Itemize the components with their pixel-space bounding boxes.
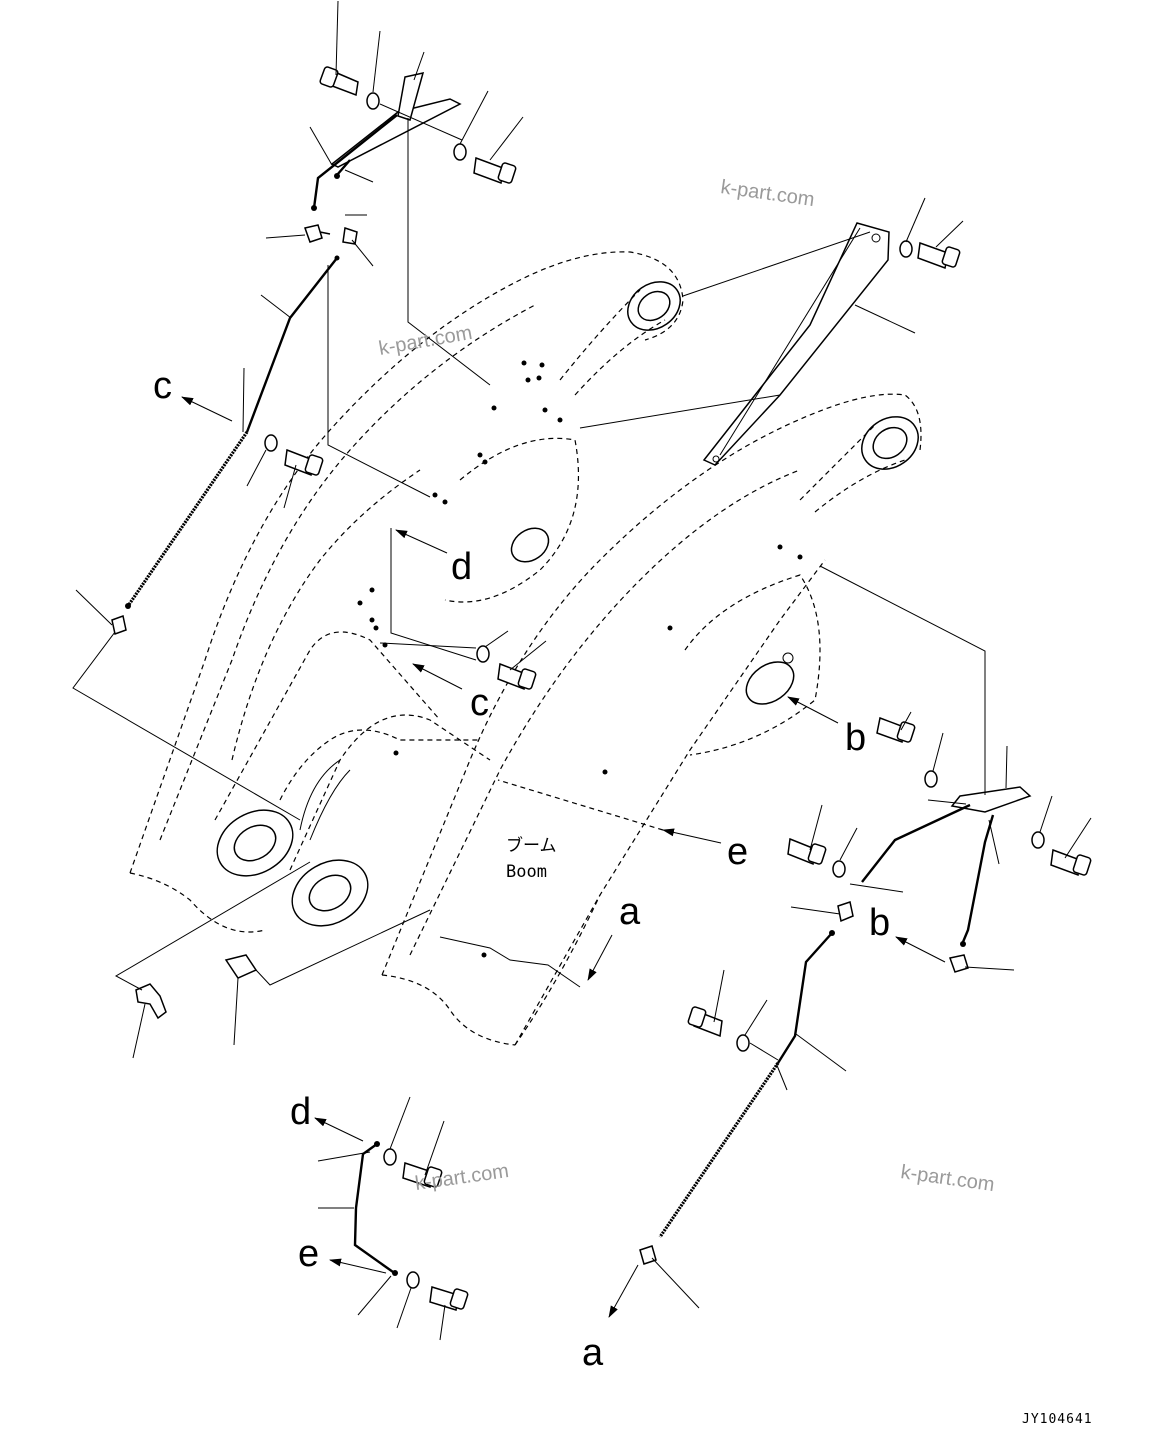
callout-a-mid: a [619,891,641,933]
cover-plate [579,222,916,466]
lower-left-fittings [114,861,431,1059]
lower-left-hose [317,1096,469,1341]
boom-label-en: Boom [506,862,547,882]
callout-a-bottom: a [582,1332,604,1374]
callout-d-mid: d [451,546,472,588]
callout-e-mid: e [727,831,748,873]
boom-label-jp: ブーム [506,835,557,856]
boom-outline [129,251,922,1046]
callout-e-lower: e [298,1233,319,1275]
callout-b-mid: b [845,717,866,759]
clamp-leader [309,126,333,166]
callout-c-upper: c [153,365,172,407]
upper-left-hose [72,255,431,821]
lower-right-hose [639,930,847,1309]
drawing-code: JY104641 [1022,1412,1093,1427]
cover-plate-leader [854,304,916,334]
top-clamp-assembly [265,0,524,386]
watermark-2: k-part.com [377,322,474,360]
callout-d-lower: d [290,1091,311,1133]
watermark-1: k-part.com [719,176,816,211]
callout-c-mid: c [470,682,489,724]
callout-arrows [181,396,946,1318]
cover-bolt [899,197,964,270]
middle-bolt-c [379,528,547,691]
watermark-4: k-part.com [899,1161,996,1196]
right-clamp-assembly [787,565,1092,973]
boom-holes [357,360,803,958]
callout-b-right: b [869,902,890,944]
